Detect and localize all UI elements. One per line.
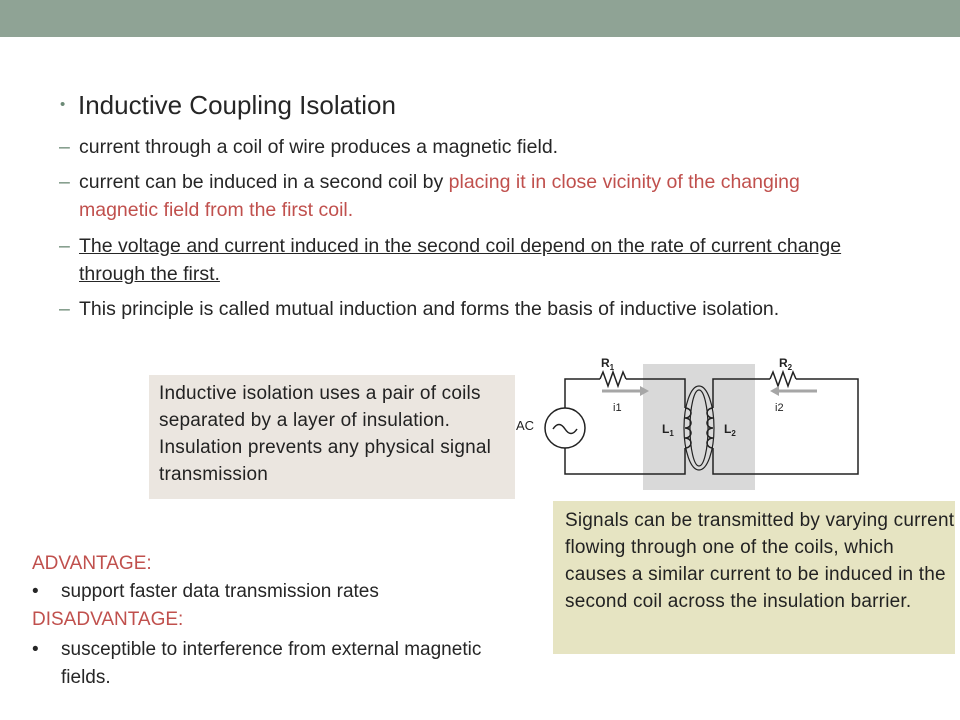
- sine-wave-icon: [552, 423, 578, 435]
- transformer-diagram: AC R1 R2 i1 i2 L1 L2: [516, 356, 859, 490]
- point-2-prefix: current can be induced in a second coil …: [79, 171, 449, 193]
- advantage-heading: ADVANTAGE:: [32, 553, 152, 574]
- r2-label: R2: [779, 356, 793, 372]
- point-2-highlight: placing it in close vicinity of the chan…: [79, 171, 800, 221]
- top-bar: [0, 0, 960, 37]
- callout-right: Signals can be transmitted by varying cu…: [553, 501, 955, 654]
- point-4: – This principle is called mutual induct…: [59, 295, 859, 351]
- disadvantage-heading: DISADVANTAGE:: [32, 609, 184, 630]
- disadvantage-item-text: susceptible to interference from externa…: [61, 639, 482, 688]
- dash-icon: –: [59, 171, 70, 193]
- advantage-item-text: support faster data transmission rates: [61, 581, 379, 602]
- point-3: – The voltage and current induced in the…: [59, 232, 859, 288]
- point-2-text: current can be induced in a second coil …: [79, 168, 859, 224]
- ac-source: [544, 407, 586, 449]
- title-bullet-icon: •: [60, 96, 66, 113]
- point-3-text: The voltage and current induced in the s…: [79, 235, 842, 285]
- point-1: – current through a coil of wire produce…: [59, 133, 859, 161]
- l1-label: L1: [662, 422, 674, 438]
- bullet-icon: •: [32, 639, 39, 660]
- point-1-text: current through a coil of wire produces …: [79, 136, 559, 158]
- magnetic-field-lines: [689, 389, 709, 467]
- l2-label: L2: [724, 422, 736, 438]
- i1-label: i1: [613, 402, 622, 414]
- callout-left: Inductive isolation uses a pair of coils…: [149, 375, 515, 499]
- resistor-r1: [599, 369, 627, 389]
- bullet-icon: •: [32, 581, 39, 602]
- slide-title: Inductive Coupling Isolation: [78, 90, 396, 120]
- advantage-item: • support faster data transmission rates: [32, 578, 502, 606]
- resistor-r2: [769, 369, 797, 389]
- r1-label: R1: [601, 356, 615, 372]
- ac-label: AC: [516, 418, 534, 433]
- point-2: – current can be induced in a second coi…: [59, 168, 859, 224]
- disadvantage-item: • susceptible to interference from exter…: [32, 636, 502, 692]
- dash-icon: –: [59, 235, 70, 257]
- dash-icon: –: [59, 298, 70, 320]
- i2-label: i2: [775, 402, 784, 414]
- dash-icon: –: [59, 136, 70, 158]
- insulation-barrier: [643, 364, 755, 490]
- point-4-text: This principle is called mutual inductio…: [79, 298, 780, 320]
